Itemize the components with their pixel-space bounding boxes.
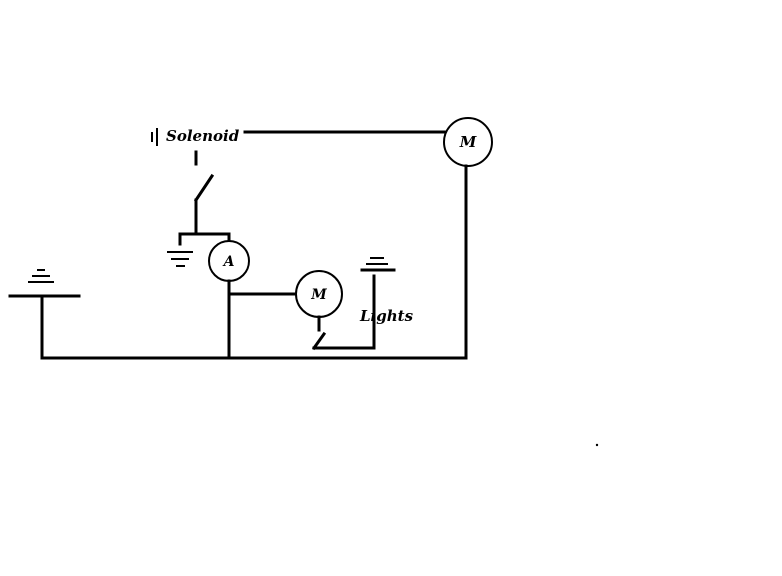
solenoid-label: Solenoid: [166, 127, 240, 145]
stray-dot: [595, 443, 599, 447]
solenoid-switch: [193, 150, 215, 236]
ammeter: A: [208, 240, 250, 282]
motor-middle: M: [295, 270, 343, 318]
motor-top: M: [443, 117, 493, 167]
lights-switch: [311, 315, 376, 351]
motor-middle-label: M: [310, 287, 327, 303]
solenoid-battery: [151, 128, 158, 146]
ammeter-label: A: [222, 254, 235, 270]
lights-label: Lights: [359, 307, 414, 325]
motor-top-label: M: [459, 133, 477, 151]
lights-battery: [360, 257, 396, 272]
battery-left: [8, 269, 81, 298]
ground-symbol: [167, 232, 193, 267]
